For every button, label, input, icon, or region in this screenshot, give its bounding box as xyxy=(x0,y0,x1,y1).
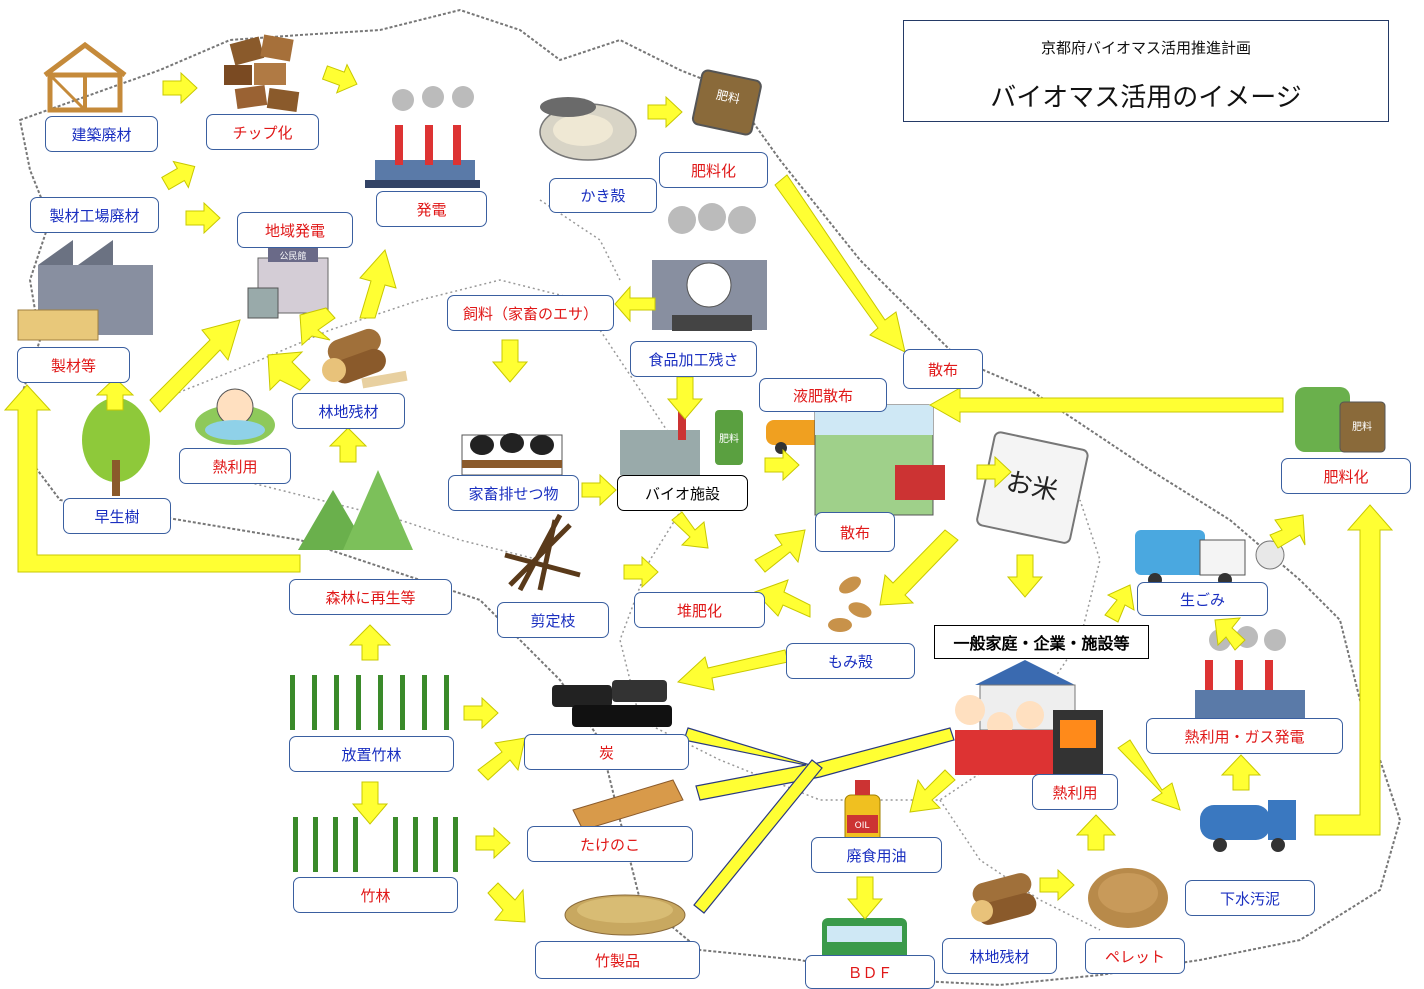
label-shinrin: 森林に再生等 xyxy=(289,579,452,615)
label-sentei: 剪定枝 xyxy=(497,602,609,638)
label-shokuhin: 食品加工残さ xyxy=(630,341,757,377)
gas-power-plant-icon xyxy=(1195,626,1305,718)
logs-icon xyxy=(322,328,408,389)
label-chip: チップ化 xyxy=(206,114,319,150)
willow-tree-icon xyxy=(82,398,150,496)
hot-spring-icon xyxy=(195,388,275,445)
svg-text:肥料: 肥料 xyxy=(715,88,741,107)
garbage-truck-icon xyxy=(1135,530,1285,587)
label-ekihi: 液肥散布 xyxy=(759,378,887,412)
label-wase: 早生樹 xyxy=(63,498,171,534)
label-ippan: 一般家庭・企業・施設等 xyxy=(934,625,1149,659)
label-chiiki-hatsuden: 地域発電 xyxy=(237,212,353,248)
label-sumi: 炭 xyxy=(524,734,689,770)
label-kakigara: かき殻 xyxy=(549,178,657,213)
label-rinchi-top: 林地残材 xyxy=(292,393,405,429)
flow-arrows xyxy=(3,57,1394,923)
map-inner-border xyxy=(239,199,1101,931)
label-seizai-kojo: 製材工場廃材 xyxy=(30,197,159,233)
house-frame-icon xyxy=(43,41,127,113)
label-chikurin: 竹林 xyxy=(293,877,458,913)
charcoal-icon xyxy=(552,680,672,727)
mountains-icon xyxy=(298,470,413,550)
svg-text:肥料: 肥料 xyxy=(1352,420,1372,433)
label-kachiku: 家畜排せつ物 xyxy=(448,475,579,511)
bus-icon xyxy=(822,918,907,963)
label-hiryoka-top: 肥料化 xyxy=(659,152,768,188)
rice-husk-icon xyxy=(828,576,872,632)
label-hiryoka-right: 肥料化 xyxy=(1281,458,1411,494)
rice-field-icon xyxy=(814,404,945,516)
svg-text:OIL: OIL xyxy=(855,821,870,831)
svg-text:肥料: 肥料 xyxy=(719,432,739,445)
plan-subtitle: 京都府バイオマス活用推進計画 xyxy=(1040,39,1251,57)
community-hall-icon: 公民館 xyxy=(247,248,329,319)
pellets-icon xyxy=(1088,868,1168,928)
rice-bag-icon: お米 xyxy=(976,431,1089,544)
label-rinchi-bottom: 林地残材 xyxy=(942,938,1057,974)
label-bio: バイオ施設 xyxy=(617,475,748,511)
cows-icon xyxy=(461,433,563,476)
bamboo-shoot-icon xyxy=(572,779,684,831)
label-gesui: 下水汚泥 xyxy=(1185,880,1315,916)
label-momigara: もみ殻 xyxy=(786,643,915,679)
fertilizer-bag-icon: 肥料 xyxy=(691,69,762,136)
label-haishoku: 廃食用油 xyxy=(811,837,942,873)
label-sanpu-mid: 散布 xyxy=(815,512,895,552)
label-netsu-home: 熱利用 xyxy=(1032,774,1118,810)
sawmill-factory-icon xyxy=(17,240,153,341)
label-taihi: 堆肥化 xyxy=(634,592,765,628)
label-sanpu-top: 散布 xyxy=(903,349,983,389)
compost-bin-icon: 肥料 xyxy=(1295,387,1386,453)
label-takenoko: たけのこ xyxy=(527,826,693,862)
label-kenchiku: 建築廃材 xyxy=(45,116,158,152)
bamboo-grove-icon xyxy=(293,817,458,872)
oyster-shell-icon xyxy=(539,97,637,161)
diagram-title: バイオマス活用のイメージ xyxy=(990,83,1302,113)
label-bdf: ＢＤＦ xyxy=(805,955,935,989)
bamboo-basket-icon xyxy=(564,894,686,936)
label-pellet: ペレット xyxy=(1085,938,1185,974)
label-shiryo: 飼料（家畜のエサ） xyxy=(447,295,614,331)
power-plant-icon xyxy=(365,86,480,188)
label-hochi: 放置竹林 xyxy=(289,736,454,772)
sewage-truck-icon xyxy=(1200,800,1296,852)
label-hatsuden: 発電 xyxy=(376,191,487,227)
bamboo-forest-icon xyxy=(282,670,457,732)
title-box: 京都府バイオマス活用推進計画 バイオマス活用のイメージ xyxy=(903,20,1389,122)
bio-facility-icon: 肥料 xyxy=(620,400,743,475)
label-netsu-left: 熱利用 xyxy=(179,448,291,484)
logs-bottom-icon xyxy=(971,873,1037,925)
svg-text:公民館: 公民館 xyxy=(279,250,306,262)
label-takeseihin: 竹製品 xyxy=(535,941,700,979)
label-seizai: 製材等 xyxy=(17,347,130,383)
wood-chips-icon xyxy=(224,34,300,112)
label-namagomi: 生ごみ xyxy=(1137,582,1268,616)
label-netsu-gas: 熱利用・ガス発電 xyxy=(1146,718,1343,754)
food-factory-icon xyxy=(652,203,767,331)
pruned-branches-icon xyxy=(504,513,581,592)
family-house-icon xyxy=(955,660,1103,775)
